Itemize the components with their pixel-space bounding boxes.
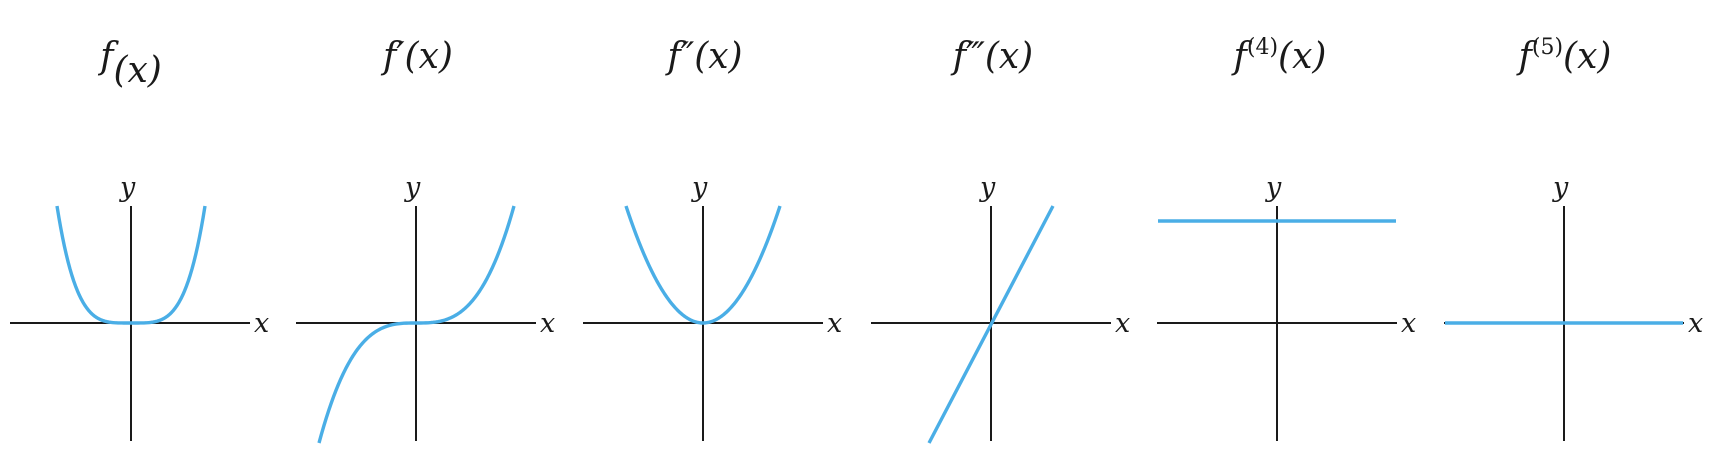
title-order: ″ — [681, 36, 695, 77]
x-axis-label: x — [1115, 308, 1130, 339]
panel-f: f(x) x y — [10, 36, 269, 441]
y-axis-label: y — [979, 172, 996, 203]
x-axis-label: x — [827, 308, 842, 339]
y-axis-label: y — [691, 172, 708, 203]
title-order: ′ — [396, 36, 404, 77]
title-order: (5) — [1532, 35, 1563, 60]
panel-f-fifth: f(5)(x) x y — [1444, 35, 1703, 441]
panel-f-triple-prime: f‴(x) x y — [871, 36, 1130, 444]
y-axis-label: y — [404, 172, 421, 203]
curve-quartic — [55, 205, 207, 325]
title-arg: (x) — [405, 36, 453, 77]
x-axis-label: x — [254, 308, 269, 339]
y-axis-label: y — [1265, 172, 1282, 203]
panel-f-double-prime: f″(x) x y — [583, 36, 842, 441]
title-arg: (x) — [694, 36, 742, 77]
curve-quadratic — [624, 205, 782, 325]
curve-cubic — [317, 205, 516, 444]
title-order: (4) — [1247, 35, 1278, 60]
title-order: ‴ — [966, 36, 985, 77]
x-axis-label: x — [1688, 308, 1703, 339]
x-axis-label: x — [1401, 308, 1416, 339]
title-arg: (x) — [113, 50, 161, 91]
title-arg: (x) — [1278, 36, 1326, 77]
panel-title: f′(x) — [380, 36, 453, 77]
y-axis-label: y — [1552, 172, 1569, 203]
curve-linear — [927, 205, 1055, 444]
panel-f-fourth: f(4)(x) x y — [1157, 35, 1416, 441]
y-axis-label: y — [119, 172, 136, 203]
panel-title: f″(x) — [664, 36, 742, 77]
title-arg: (x) — [1563, 36, 1611, 77]
x-axis-label: x — [540, 308, 555, 339]
title-arg: (x) — [985, 36, 1033, 77]
panel-title: f‴(x) — [950, 36, 1033, 77]
panel-title: f(4)(x) — [1231, 35, 1327, 77]
panel-f-prime: f′(x) x y — [296, 36, 555, 444]
panel-title: f(5)(x) — [1516, 35, 1612, 77]
panel-title: f(x) — [97, 36, 162, 91]
